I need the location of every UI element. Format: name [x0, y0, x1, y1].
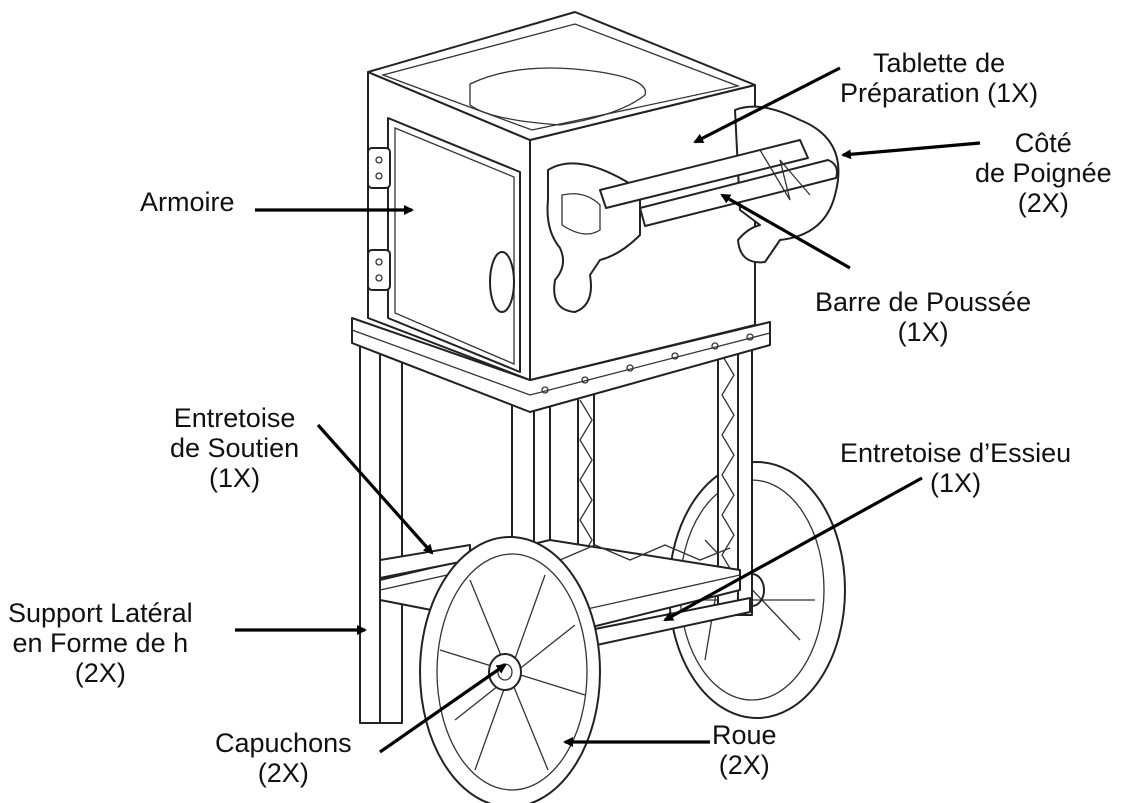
label-roue-line2: (2X)	[718, 750, 770, 780]
label-soutien: Entretoise de Soutien (1X)	[170, 403, 299, 493]
label-cote-line1: Côté	[1014, 128, 1072, 158]
label-cote-line2: de Poignée	[975, 158, 1112, 188]
front-wheel	[419, 536, 601, 803]
label-roue-line1: Roue	[712, 720, 777, 750]
arrow-essieu	[663, 476, 923, 622]
label-essieu: Entretoise d’Essieu (1X)	[840, 438, 1071, 498]
label-support: Support Latéral en Forme de h (2X)	[8, 598, 193, 688]
arrow-capuchons	[379, 663, 507, 754]
cabinet	[351, 11, 771, 413]
label-support-line2: en Forme de h	[12, 628, 189, 658]
label-tablette-line1: Tablette de	[873, 48, 1006, 78]
label-barre: Barre de Poussée (1X)	[815, 287, 1031, 347]
label-capuchons-line2: (2X)	[257, 758, 309, 788]
label-tablette: Tablette de Préparation (1X)	[840, 48, 1038, 108]
arrow-barre	[720, 193, 851, 270]
label-roue: Roue (2X)	[712, 720, 777, 780]
label-barre-line2: (1X)	[897, 317, 949, 347]
label-capuchons: Capuchons (2X)	[215, 728, 352, 788]
label-capuchons-line1: Capuchons	[215, 728, 352, 758]
label-soutien-line2: de Soutien	[170, 433, 300, 463]
callout-arrows	[235, 66, 981, 754]
label-essieu-line1: Entretoise d’Essieu	[840, 438, 1072, 468]
label-armoire: Armoire	[140, 187, 235, 217]
label-tablette-line2: Préparation (1X)	[840, 78, 1039, 108]
label-soutien-line3: (1X)	[209, 463, 261, 493]
label-support-line3: (2X)	[74, 658, 126, 688]
label-soutien-line1: Entretoise	[173, 403, 296, 433]
label-armoire-line1: Armoire	[140, 187, 235, 217]
label-cote-line3: (2X)	[1017, 188, 1069, 218]
label-essieu-line2: (1X)	[930, 468, 982, 498]
arrow-tablette	[693, 66, 841, 144]
handle	[546, 105, 840, 313]
label-barre-line1: Barre de Poussée	[815, 287, 1032, 317]
label-cote: Côté de Poignée (2X)	[975, 128, 1112, 218]
arrow-cote	[841, 141, 981, 160]
arrow-soutien	[316, 423, 434, 555]
label-support-line1: Support Latéral	[8, 598, 193, 628]
